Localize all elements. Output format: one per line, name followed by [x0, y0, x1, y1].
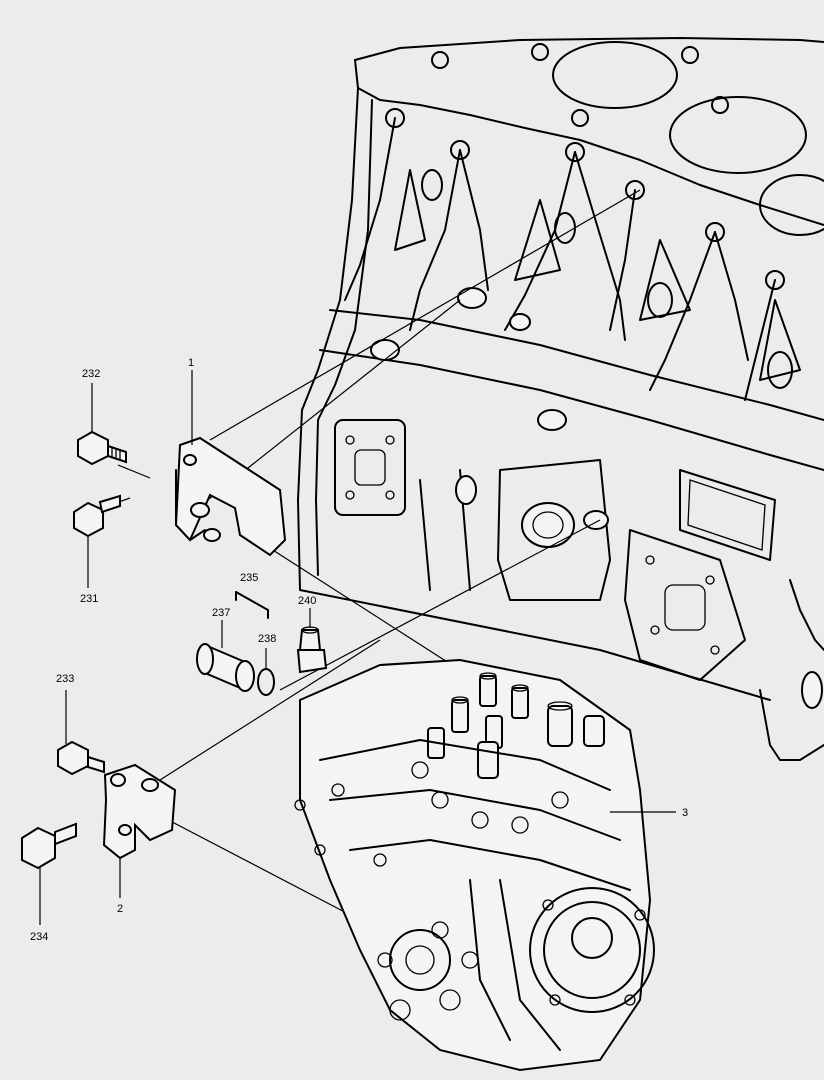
plug-part-240: [296, 626, 328, 674]
o-ring-part-238: [257, 668, 275, 696]
callout-238: 238: [258, 633, 276, 645]
engine-block: [297, 37, 824, 761]
injection-pump-part-3: [294, 658, 655, 1072]
callout-235: 235: [240, 572, 258, 584]
bushing-part-237: [196, 643, 255, 692]
callout-233: 233: [56, 673, 74, 685]
callout-1: 1: [188, 357, 194, 369]
bolt-231: [73, 494, 121, 538]
callout-2: 2: [117, 903, 123, 915]
callout-232: 232: [82, 368, 100, 380]
bracket-part-2: [102, 763, 177, 860]
bracket-group-235: [235, 591, 269, 619]
callout-3: 3: [682, 807, 688, 819]
callout-234: 234: [30, 931, 48, 943]
callout-231: 231: [80, 593, 98, 605]
bolt-234: [21, 822, 77, 870]
callouts: 232 1 231 235 237 238 240 233 2 234 3: [30, 357, 688, 943]
leader-lines: [39, 370, 676, 925]
callout-240: 240: [298, 595, 316, 607]
bolt-233: [57, 740, 105, 776]
bracket-part-1: [174, 436, 287, 557]
callout-237: 237: [212, 607, 230, 619]
bolt-232: [77, 430, 127, 466]
